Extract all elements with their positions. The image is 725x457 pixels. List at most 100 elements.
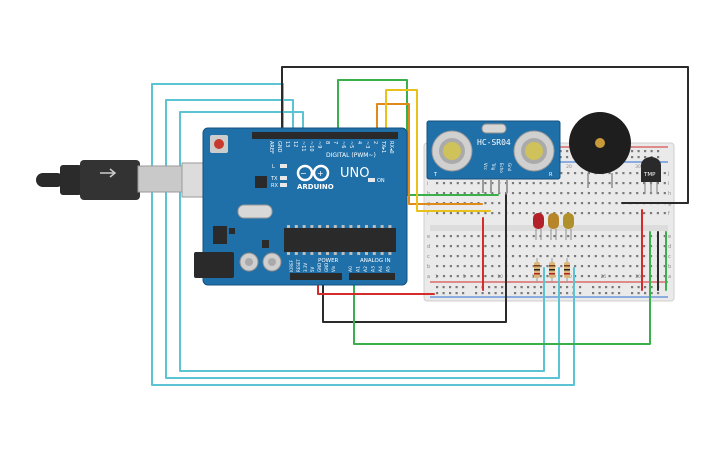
breadboard-hole[interactable] <box>615 255 618 258</box>
breadboard-hole[interactable] <box>608 245 611 248</box>
breadboard-hole[interactable] <box>615 245 618 248</box>
breadboard-hole[interactable] <box>475 286 478 289</box>
breadboard-hole[interactable] <box>594 255 597 258</box>
breadboard-hole[interactable] <box>532 212 535 215</box>
analog-pin-header[interactable] <box>349 273 395 280</box>
breadboard-hole[interactable] <box>525 192 528 195</box>
breadboard-hole[interactable] <box>477 245 480 248</box>
breadboard-hole[interactable] <box>615 212 618 215</box>
breadboard-hole[interactable] <box>532 192 535 195</box>
breadboard-hole[interactable] <box>580 202 584 205</box>
breadboard-hole[interactable] <box>594 265 597 268</box>
breadboard-hole[interactable] <box>456 265 459 268</box>
breadboard-hole[interactable] <box>498 245 501 248</box>
resistor-1[interactable] <box>534 258 540 283</box>
breadboard-hole[interactable] <box>442 265 446 268</box>
breadboard-hole[interactable] <box>649 212 653 215</box>
breadboard-hole[interactable] <box>539 265 542 268</box>
breadboard-hole[interactable] <box>449 245 452 248</box>
breadboard-hole[interactable] <box>657 292 660 295</box>
breadboard-hole[interactable] <box>650 150 653 153</box>
resistor-2[interactable] <box>549 258 555 283</box>
breadboard-hole[interactable] <box>449 235 452 238</box>
breadboard-hole[interactable] <box>553 192 556 195</box>
breadboard-hole[interactable] <box>477 265 480 268</box>
breadboard-hole[interactable] <box>470 275 473 278</box>
breadboard-hole[interactable] <box>501 292 504 295</box>
breadboard-hole[interactable] <box>520 292 523 295</box>
breadboard-hole[interactable] <box>470 265 473 268</box>
breadboard-hole[interactable] <box>636 212 639 215</box>
breadboard-hole[interactable] <box>553 202 556 205</box>
breadboard-hole[interactable] <box>484 182 487 185</box>
breadboard-hole[interactable] <box>539 275 542 278</box>
breadboard-hole[interactable] <box>456 235 459 238</box>
breadboard-hole[interactable] <box>511 275 515 278</box>
breadboard-hole[interactable] <box>605 292 608 295</box>
breadboard-hole[interactable] <box>567 202 570 205</box>
breadboard-hole[interactable] <box>567 235 570 238</box>
breadboard-hole[interactable] <box>518 275 521 278</box>
breadboard-hole[interactable] <box>491 235 494 238</box>
breadboard-hole[interactable] <box>592 286 595 289</box>
breadboard-hole[interactable] <box>491 202 494 205</box>
breadboard-hole[interactable] <box>442 192 446 195</box>
breadboard-hole[interactable] <box>601 245 604 248</box>
breadboard-hole[interactable] <box>498 265 501 268</box>
breadboard-hole[interactable] <box>449 265 452 268</box>
breadboard-hole[interactable] <box>615 235 618 238</box>
breadboard-hole[interactable] <box>484 255 487 258</box>
breadboard-hole[interactable] <box>527 292 530 295</box>
breadboard-hole[interactable] <box>650 292 653 295</box>
breadboard-hole[interactable] <box>618 286 621 289</box>
breadboard-hole[interactable] <box>532 265 535 268</box>
breadboard-hole[interactable] <box>491 245 494 248</box>
breadboard-hole[interactable] <box>608 182 611 185</box>
wire-cyan-loop-3[interactable] <box>179 111 545 372</box>
breadboard-hole[interactable] <box>587 245 590 248</box>
breadboard-hole[interactable] <box>518 265 521 268</box>
breadboard-hole[interactable] <box>498 235 501 238</box>
breadboard-hole[interactable] <box>511 235 515 238</box>
breadboard-hole[interactable] <box>622 182 625 185</box>
breadboard-hole[interactable] <box>470 182 473 185</box>
breadboard-hole[interactable] <box>580 275 584 278</box>
breadboard-hole[interactable] <box>501 286 504 289</box>
breadboard-hole[interactable] <box>629 265 632 268</box>
breadboard-hole[interactable] <box>491 192 494 195</box>
breadboard-hole[interactable] <box>484 265 487 268</box>
breadboard-hole[interactable] <box>643 255 646 258</box>
breadboard-hole[interactable] <box>559 292 562 295</box>
breadboard-hole[interactable] <box>622 172 625 175</box>
breadboard-hole[interactable] <box>553 235 556 238</box>
breadboard-hole[interactable] <box>618 292 621 295</box>
breadboard-hole[interactable] <box>574 212 577 215</box>
breadboard-hole[interactable] <box>449 292 452 295</box>
breadboard-hole[interactable] <box>643 212 646 215</box>
breadboard-hole[interactable] <box>518 212 521 215</box>
breadboard-hole[interactable] <box>643 192 646 195</box>
breadboard-hole[interactable] <box>657 150 660 153</box>
wire-yellow[interactable] <box>385 89 491 212</box>
breadboard-hole[interactable] <box>629 192 632 195</box>
breadboard-hole[interactable] <box>455 286 458 289</box>
breadboard-hole[interactable] <box>615 172 618 175</box>
breadboard-hole[interactable] <box>580 192 584 195</box>
breadboard-hole[interactable] <box>560 202 563 205</box>
breadboard-hole[interactable] <box>525 245 528 248</box>
breadboard-hole[interactable] <box>442 255 446 258</box>
breadboard-hole[interactable] <box>598 286 601 289</box>
breadboard-hole[interactable] <box>449 182 452 185</box>
breadboard-hole[interactable] <box>579 286 582 289</box>
breadboard-hole[interactable] <box>442 292 445 295</box>
wire-black-top[interactable] <box>281 66 689 204</box>
breadboard-hole[interactable] <box>442 275 446 278</box>
breadboard-hole[interactable] <box>580 245 584 248</box>
breadboard-hole[interactable] <box>540 292 543 295</box>
breadboard-hole[interactable] <box>546 245 549 248</box>
breadboard-hole[interactable] <box>663 275 666 278</box>
breadboard-hole[interactable] <box>608 265 611 268</box>
breadboard-hole[interactable] <box>598 292 601 295</box>
breadboard-hole[interactable] <box>601 265 604 268</box>
breadboard-hole[interactable] <box>587 212 590 215</box>
